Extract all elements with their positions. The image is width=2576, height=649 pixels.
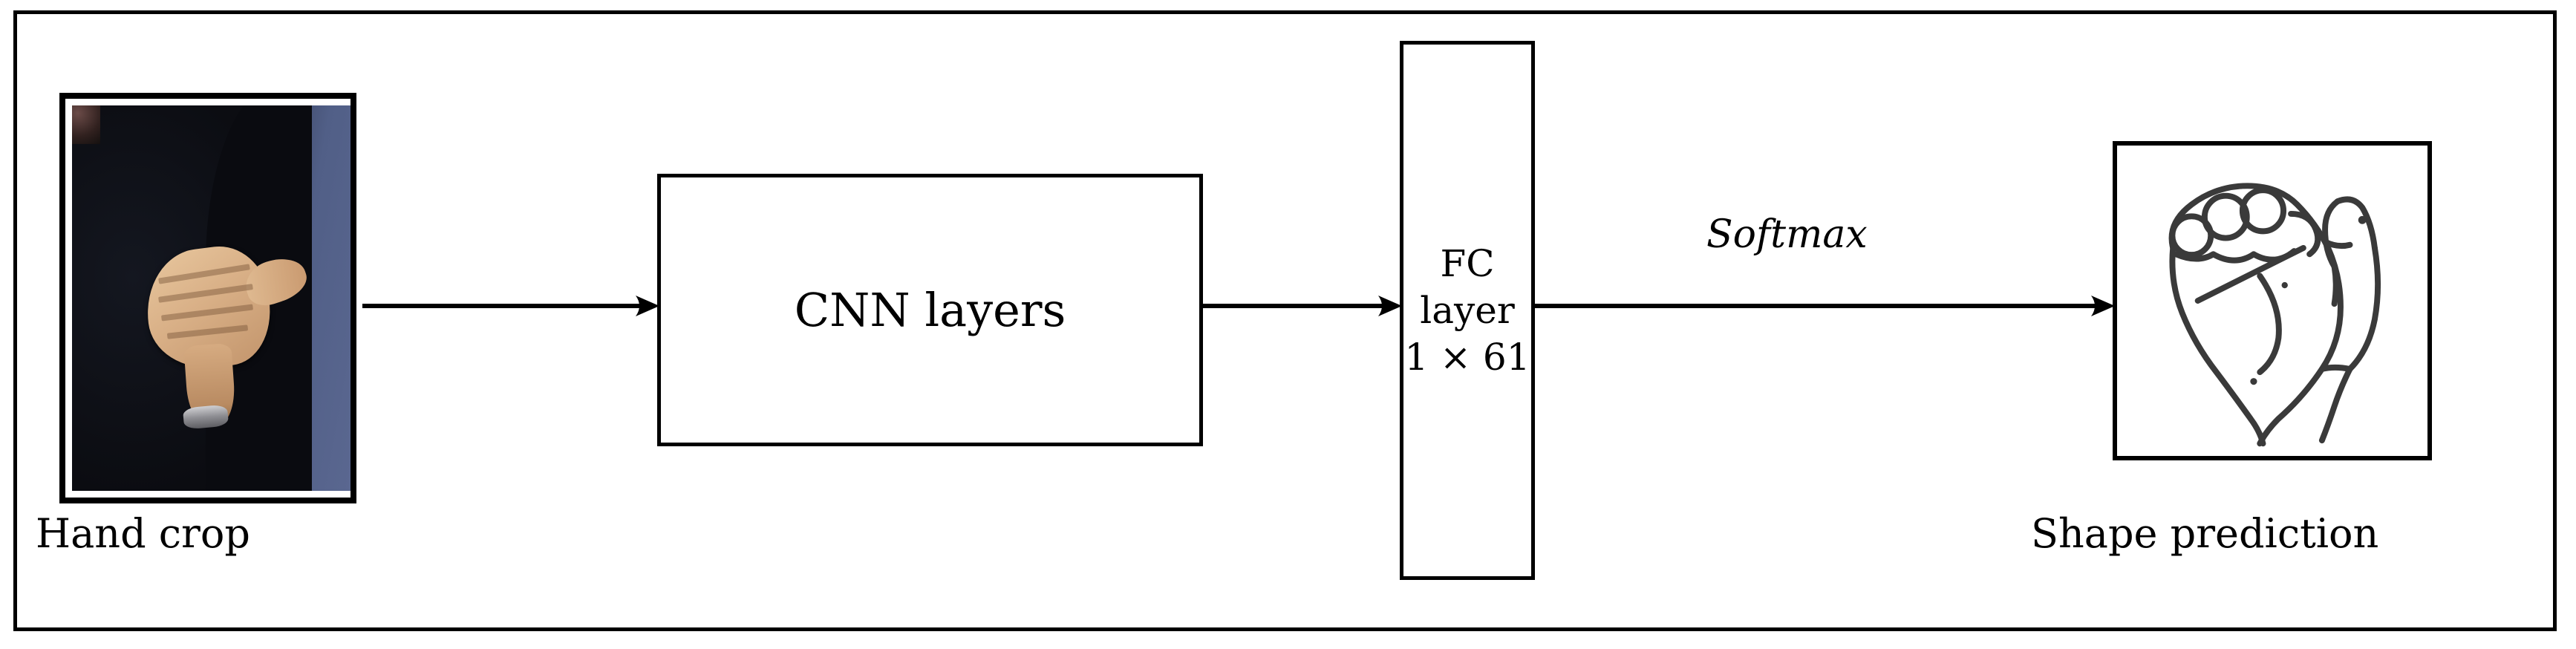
fc-layer-line-1: FC [1440,241,1495,285]
shape-prediction-image-frame [2113,141,2432,460]
fc-layer-line-3: 1 × 61 [1404,335,1530,379]
figure-outer-border [13,10,2557,631]
shape-prediction-caption: Shape prediction [2031,510,2379,557]
cnn-layers-label: CNN layers [794,283,1066,337]
photo-top-left-corner [72,105,100,144]
softmax-label: Softmax [1706,212,1868,257]
hand-crop-image-frame [59,93,356,503]
cnn-layers-box[interactable]: CNN layers [657,174,1203,446]
fc-layer-box[interactable]: FC layer 1 × 61 [1400,41,1535,580]
hand-crop-caption: Hand crop [36,510,250,557]
hand-crop-photo [72,105,350,491]
handshape-line-drawing [2168,183,2381,447]
fc-layer-line-2: layer [1420,288,1515,332]
